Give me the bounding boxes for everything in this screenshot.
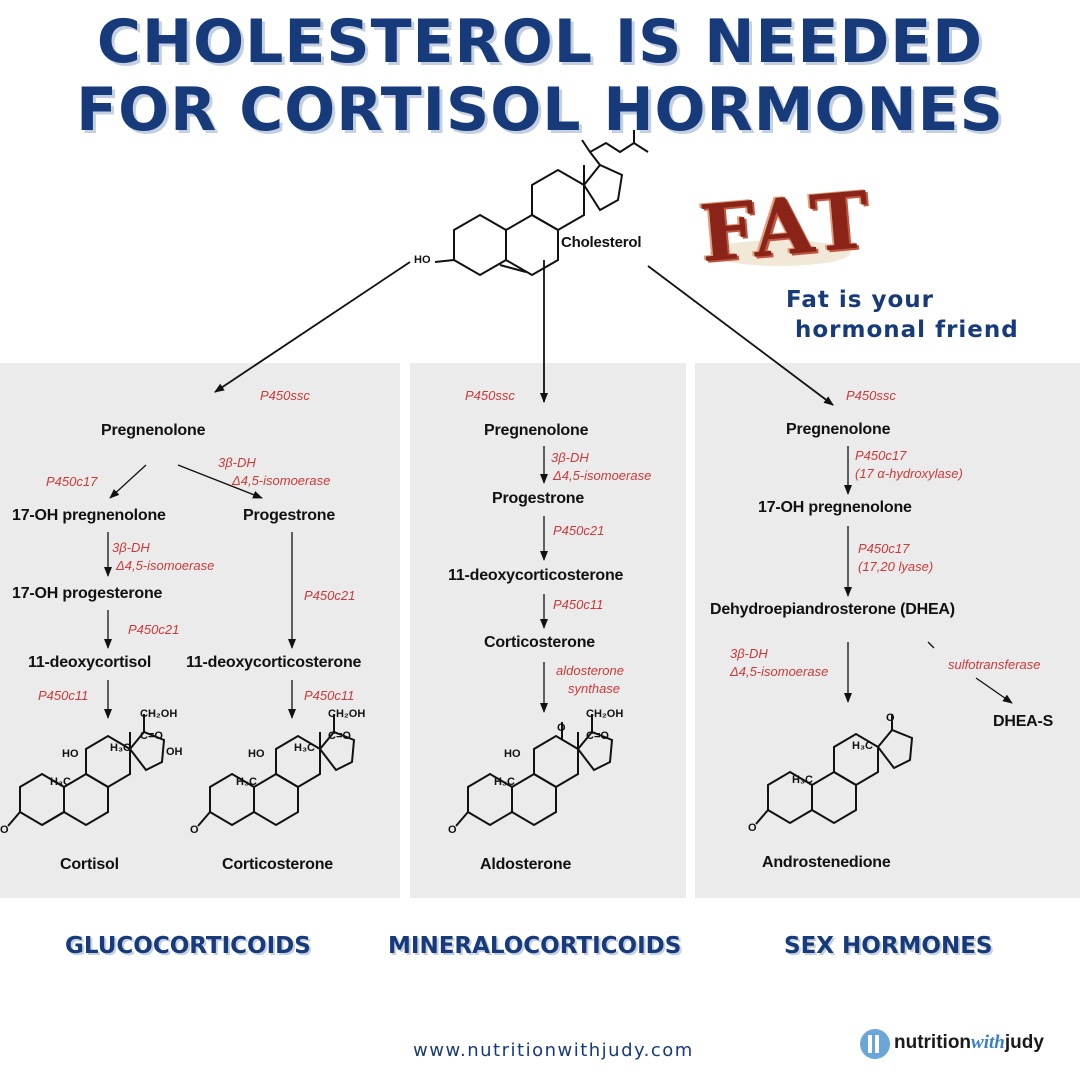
androstenedione-h3c-top: H₃C [852, 740, 873, 752]
mineralocorticoid-panel [410, 363, 686, 898]
fat-tagline-2: hormonal friend [786, 317, 1019, 343]
sex-hormone-panel [695, 363, 1080, 898]
cortisol-ho: HO [62, 748, 79, 760]
aldosterone-o: O [448, 824, 457, 836]
corticosterone-co: C=O [328, 730, 351, 742]
sex-enzyme-3bdh: 3β-DH [730, 646, 768, 661]
gluco-pregnenolone: Pregnenolone [101, 422, 206, 439]
sex-enzyme-lyase: (17,20 lyase) [858, 559, 934, 574]
title-line-2: FOR CORTISOL HORMONES [76, 75, 1004, 145]
cortisol-oh: OH [166, 746, 183, 758]
cholesterol-structure [434, 130, 649, 277]
category-mineralocorticoids: MINERALOCORTICOIDS [388, 933, 682, 959]
sex-dhea-s: DHEA-S [993, 713, 1054, 730]
gluco-11-deoxycortisol: 11-deoxycortisol [28, 654, 152, 671]
mineralo-enzyme-3bdh: 3β-DH [551, 450, 589, 465]
sex-enzyme-sulfotransferase: sulfotransferase [948, 657, 1041, 672]
fat-shadow-shape [710, 240, 850, 266]
aldosterone-h3c: H₃C [494, 776, 515, 788]
gluco-enzyme-isomerase-2: Δ4,5-isomoerase [116, 558, 215, 573]
mineralo-11-deoxycorticosterone: 11-deoxycorticosterone [448, 567, 624, 584]
brand-part-3: judy [1004, 1032, 1044, 1053]
gluco-enzyme-p450ssc: P450ssc [260, 388, 310, 403]
androstenedione-structure [755, 714, 914, 825]
sex-enzyme-isomerase: Δ4,5-isomoerase [730, 664, 829, 679]
aldosterone-ch2oh: CH₂OH [586, 708, 624, 720]
website-link[interactable]: www.nutritionwithjudy.com [413, 1040, 694, 1061]
corticosterone-structure [197, 714, 356, 827]
mineralo-enzyme-p450c11: P450c11 [553, 597, 604, 612]
mineralo-enzyme-p450c21: P450c21 [553, 523, 605, 538]
gluco-enzyme-isomerase: Δ4,5-isomoerase [232, 473, 331, 488]
aldosterone-structure [455, 714, 614, 827]
gluco-17oh-pregnenolone: 17-OH pregnenolone [12, 507, 166, 524]
corticosterone-h3c: H₃C [236, 776, 257, 788]
gluco-enzyme-p450c11-right: P450c11 [304, 688, 355, 703]
sex-enzyme-p450c17: P450c17 [855, 448, 907, 463]
brand-part-2: with [971, 1032, 1005, 1053]
glucocorticoid-panel [0, 363, 400, 898]
title-line-1: CHOLESTEROL IS NEEDED [96, 7, 984, 77]
gluco-enzyme-p450c21-left: P450c21 [128, 622, 180, 637]
gluco-enzyme-3bdh-2: 3β-DH [112, 540, 150, 555]
androstenedione-o: O [748, 822, 757, 834]
mineralo-enzyme-aldosterone: aldosterone [556, 663, 624, 678]
mineralo-aldosterone: Aldosterone [480, 856, 572, 873]
category-glucocorticoids: GLUCOCORTICOIDS [65, 933, 311, 959]
category-sex-hormones: SEX HORMONES [784, 933, 993, 959]
sex-pregnenolone: Pregnenolone [786, 421, 891, 438]
androstenedione-o-top: O [886, 712, 895, 724]
fat-tagline-1: Fat is your [786, 287, 934, 313]
gluco-enzyme-p450c21-right: P450c21 [304, 588, 356, 603]
sex-dhea: Dehydroepiandrosterone (DHEA) [710, 601, 955, 618]
corticosterone-ch2oh: CH₂OH [328, 708, 366, 720]
gluco-17oh-progesterone: 17-OH progesterone [12, 585, 163, 602]
mineralo-enzyme-synthase: synthase [568, 681, 621, 696]
gluco-cortisol: Cortisol [60, 856, 119, 873]
sex-17oh-pregnenolone: 17-OH pregnenolone [758, 499, 912, 516]
gluco-enzyme-p450c11-left: P450c11 [38, 688, 89, 703]
mineralo-corticosterone: Corticosterone [484, 634, 595, 651]
aldosterone-co: C=O [586, 730, 609, 742]
aldosterone-o-top: O [557, 722, 566, 734]
cortisol-o: O [0, 824, 9, 836]
mineralo-pregnenolone: Pregnenolone [484, 422, 589, 439]
aldosterone-ho: HO [504, 748, 521, 760]
mineralo-enzyme-isomerase: Δ4,5-isomoerase [553, 468, 652, 483]
sex-enzyme-p450ssc: P450ssc [846, 388, 896, 403]
brand-wordmark: nutritionwithjudy [894, 1032, 1044, 1054]
gluco-corticosterone: Corticosterone [222, 856, 333, 873]
sex-androstenedione: Androstenedione [762, 854, 891, 871]
androstenedione-h3c: H₃C [792, 774, 813, 786]
cortisol-co: C=O [140, 730, 163, 742]
corticosterone-o: O [190, 824, 199, 836]
brand-part-1: nutrition [894, 1032, 972, 1053]
cortisol-structure [7, 714, 166, 827]
mineralo-progestrone: Progestrone [492, 490, 585, 507]
gluco-enzyme-3bdh: 3β-DH [218, 455, 256, 470]
gluco-enzyme-p450c17: P450c17 [46, 474, 98, 489]
gluco-progestrone: Progestrone [243, 507, 336, 524]
cortisol-h3c-top: H₃C [110, 742, 131, 754]
brand-logo-icon [860, 1029, 890, 1059]
cholesterol-ho-label: HO [414, 254, 431, 266]
cortisol-h3c: H₃C [50, 776, 71, 788]
bacon-fat-icon: FAT [696, 175, 874, 282]
sex-enzyme-p450c17-2: P450c17 [858, 541, 910, 556]
corticosterone-ho: HO [248, 748, 265, 760]
corticosterone-h3c-top: H₃C [294, 742, 315, 754]
mineralo-enzyme-p450ssc: P450ssc [465, 388, 515, 403]
cortisol-ch2oh: CH₂OH [140, 708, 178, 720]
sex-enzyme-hydroxylase: (17 α-hydroxylase) [855, 466, 963, 481]
gluco-11-deoxycorticosterone: 11-deoxycorticosterone [186, 654, 362, 671]
cholesterol-label: Cholesterol [561, 234, 642, 251]
